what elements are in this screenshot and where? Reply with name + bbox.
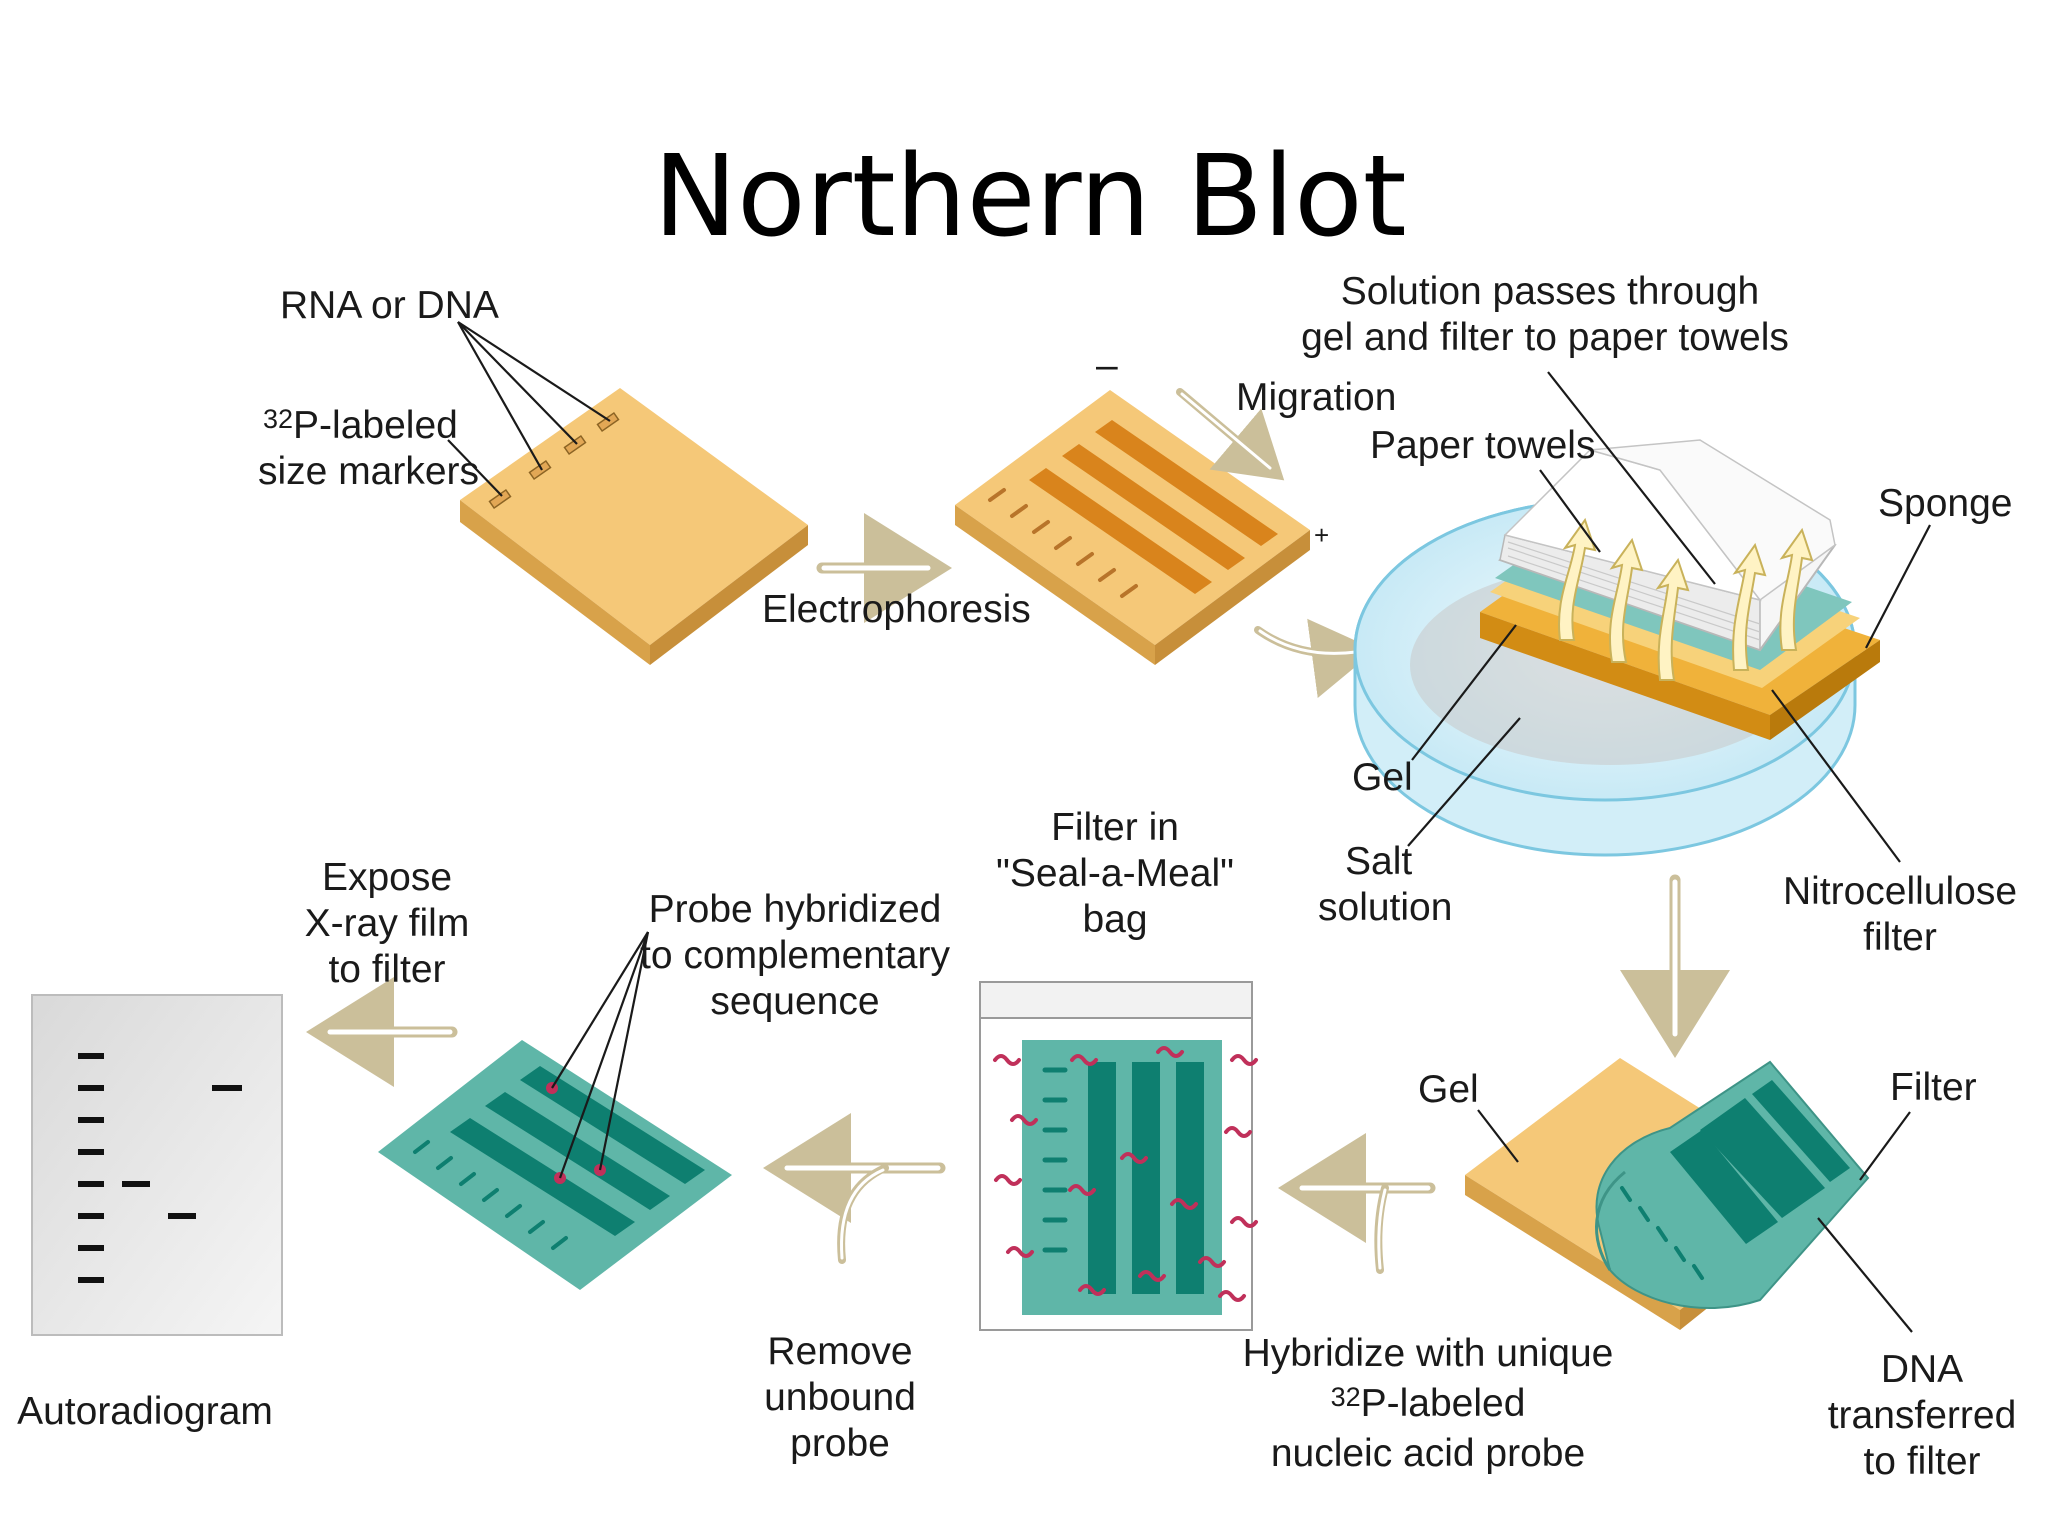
plus-sign: + bbox=[1314, 520, 1329, 550]
hybridize-label-line3: nucleic acid probe bbox=[1271, 1432, 1585, 1475]
hybridize-label-line2: 32P-labeled bbox=[1331, 1382, 1526, 1425]
autoradiogram-film bbox=[31, 994, 283, 1336]
transfer-leader-lines bbox=[1407, 371, 1931, 863]
gel-and-filter bbox=[1465, 1058, 1870, 1330]
nitro-label-line1: Nitrocellulose bbox=[1783, 870, 2017, 913]
dna-label-line2: transferred bbox=[1828, 1394, 2017, 1437]
dna-label-line1: DNA bbox=[1881, 1348, 1963, 1391]
capillary-transfer-setup bbox=[1353, 439, 1880, 857]
remove-label-line1: Remove bbox=[767, 1330, 912, 1373]
salt-label-line1: Salt bbox=[1345, 840, 1412, 883]
gel-top-label: Gel bbox=[1352, 756, 1413, 799]
bag-label-line1: Filter in bbox=[1051, 806, 1179, 849]
hybridized-filter bbox=[378, 1040, 732, 1290]
sponge-label: Sponge bbox=[1878, 482, 2012, 525]
bag-marker-ticks bbox=[1042, 1067, 1068, 1253]
bag-label-line3: bag bbox=[1082, 898, 1147, 941]
expose-label-line2: X-ray film bbox=[305, 902, 470, 945]
filter-label: Filter bbox=[1890, 1066, 1977, 1109]
svg-text:RNA or DNA: RNA or DNA bbox=[280, 284, 499, 327]
probe-label-line2: to complementary bbox=[640, 934, 950, 977]
expose-label-line1: Expose bbox=[322, 856, 452, 899]
nitro-label-line2: filter bbox=[1863, 916, 1937, 959]
probe-leader-lines bbox=[551, 931, 650, 1179]
squiggle-probe-icon bbox=[993, 1046, 1258, 1302]
filter-marker-ticks bbox=[413, 1140, 568, 1250]
step4-leader-lines bbox=[1477, 1109, 1913, 1333]
dna-label-line3: to filter bbox=[1863, 1440, 1980, 1483]
sample-lane-bands bbox=[122, 1085, 242, 1219]
page-title: Northern Blot bbox=[653, 132, 1406, 262]
to-blot-arrow bbox=[1254, 618, 1376, 698]
paper-towels-label: Paper towels bbox=[1370, 424, 1595, 467]
gel-bottom-label: Gel bbox=[1418, 1068, 1479, 1111]
remove-label-line3: probe bbox=[790, 1422, 890, 1465]
probe-label-line1: Probe hybridized bbox=[649, 888, 942, 931]
marker-ticks bbox=[988, 488, 1138, 598]
flow-arrows-up bbox=[1558, 517, 1814, 681]
autoradiogram-label: Autoradiogram bbox=[17, 1390, 273, 1433]
solution-label-line1: Solution passes through bbox=[1341, 270, 1759, 313]
sample-gel bbox=[460, 388, 808, 665]
filter-bands bbox=[450, 1066, 705, 1236]
sample-wells bbox=[488, 411, 620, 510]
size-markers-label-line2: size markers bbox=[258, 450, 479, 493]
seal-a-meal-bag bbox=[979, 981, 1258, 1331]
expose-label-line3: to filter bbox=[328, 948, 445, 991]
salt-label-line2: solution bbox=[1318, 886, 1452, 929]
minus-sign: – bbox=[1096, 344, 1118, 387]
bag-label-line2: "Seal-a-Meal" bbox=[996, 852, 1234, 895]
migration-label: Migration bbox=[1236, 376, 1396, 419]
gel-bands bbox=[1029, 420, 1278, 594]
migration-arrow bbox=[1176, 388, 1285, 481]
hybridize-label-line1: Hybridize with unique bbox=[1243, 1332, 1614, 1375]
rna-dna-label: RNA or DNA bbox=[280, 284, 499, 327]
probe-label-line3: sequence bbox=[710, 980, 879, 1023]
solution-label-line2: gel and filter to paper towels bbox=[1301, 316, 1789, 359]
remove-label-line2: unbound bbox=[764, 1376, 916, 1419]
sample-leader-lines bbox=[447, 321, 611, 497]
electrophoresis-label: Electrophoresis bbox=[762, 588, 1031, 631]
electrophoresis-gel bbox=[955, 390, 1310, 665]
bag-filter-bands bbox=[1088, 1062, 1204, 1294]
size-markers-label: 32P-labeled bbox=[263, 404, 458, 447]
marker-lane-bands bbox=[78, 1053, 104, 1283]
remove-probe-arrow bbox=[763, 1113, 946, 1264]
hybridize-arrow bbox=[1278, 1133, 1436, 1274]
curled-filter bbox=[1595, 1060, 1870, 1310]
